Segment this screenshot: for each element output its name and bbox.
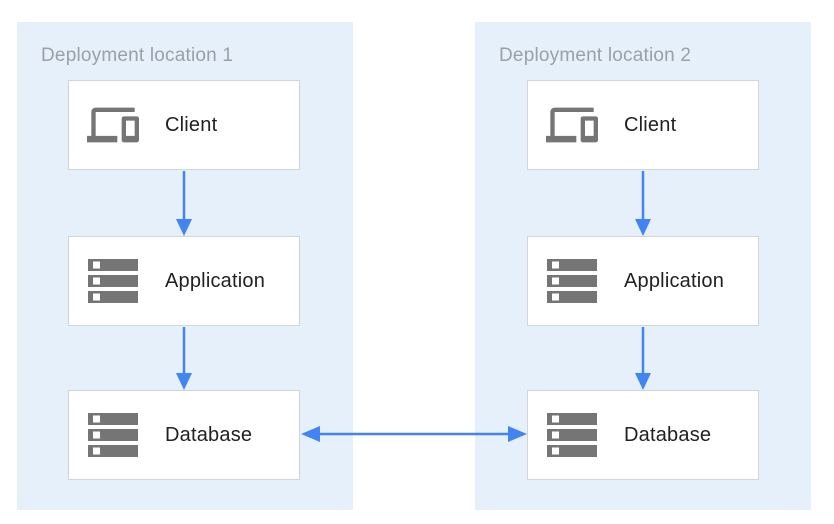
node-label: Database: [165, 423, 253, 446]
server-stack-icon: [546, 258, 598, 304]
devices-icon: [546, 102, 598, 148]
node-client-2: Client: [527, 80, 759, 170]
server-stack-icon: [87, 412, 139, 458]
node-database-2: Database: [527, 390, 759, 480]
node-client-1: Client: [68, 80, 300, 170]
devices-icon: [87, 102, 139, 148]
deployment-location-1-panel: Deployment location 1 Client: [17, 22, 353, 510]
node-label: Client: [165, 113, 218, 136]
panel-title: Deployment location 2: [499, 45, 692, 66]
server-stack-icon: [546, 412, 598, 458]
node-label: Application: [624, 269, 725, 292]
node-database-1: Database: [68, 390, 300, 480]
deployment-location-2-panel: Deployment location 2 Client: [475, 22, 811, 510]
node-label: Database: [624, 423, 712, 446]
node-application-2: Application: [527, 236, 759, 326]
node-label: Client: [624, 113, 677, 136]
node-label: Application: [165, 269, 266, 292]
node-application-1: Application: [68, 236, 300, 326]
panel-title: Deployment location 1: [41, 45, 234, 66]
server-stack-icon: [87, 258, 139, 304]
